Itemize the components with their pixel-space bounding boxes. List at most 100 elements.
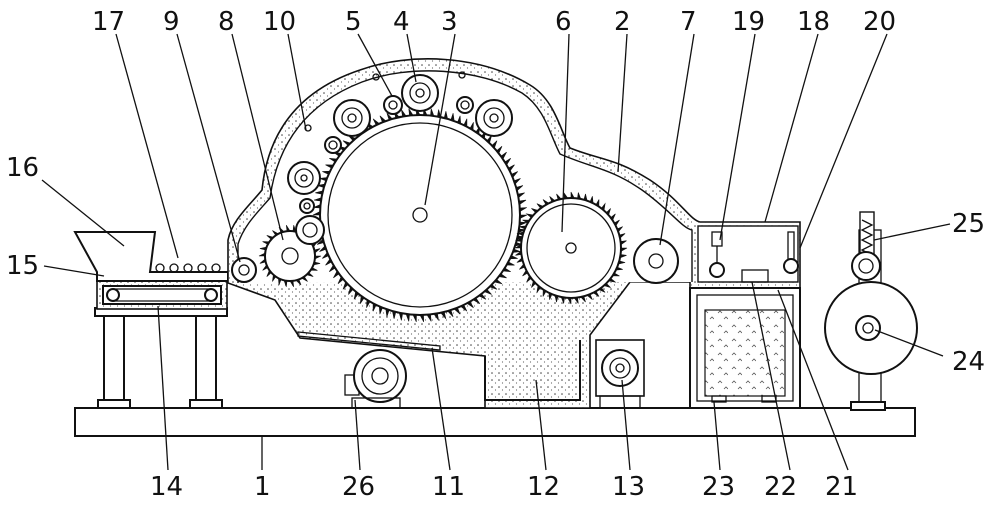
roller-tooth [583, 193, 588, 201]
roller-tooth [502, 267, 511, 272]
roller-tooth [310, 267, 318, 271]
roller-tooth [508, 164, 515, 172]
roller-tooth [426, 314, 432, 322]
callout-22: 22 [764, 472, 797, 502]
roller-tooth [608, 278, 617, 283]
roller-tooth [516, 231, 524, 236]
roller-tooth [519, 207, 527, 212]
callout-5: 5 [345, 7, 362, 37]
callout-10: 10 [263, 7, 296, 37]
winding-unit [824, 211, 918, 411]
roller-tooth [266, 235, 274, 240]
fan-motor [595, 339, 645, 409]
feed-roller [231, 257, 257, 283]
roller-tooth [460, 304, 468, 312]
roller-tooth [463, 118, 468, 127]
roller-tooth [518, 199, 527, 205]
callout-2: 2 [614, 7, 631, 37]
callout-21: 21 [825, 472, 858, 502]
upper-right-box [697, 225, 799, 283]
roller-tooth [289, 280, 294, 287]
callout-4: 4 [393, 7, 410, 37]
roller-tooth [542, 199, 550, 205]
roller-tooth [259, 258, 266, 264]
roller-tooth [366, 299, 371, 308]
callout-25: 25 [952, 209, 985, 239]
roller-tooth [489, 284, 498, 290]
roller-tooth [313, 261, 321, 266]
roller-tooth [286, 225, 291, 232]
callout-17: 17 [92, 7, 125, 37]
callout-6: 6 [555, 7, 572, 37]
roller-tooth [412, 314, 417, 323]
callout-18: 18 [797, 7, 830, 37]
roller-tooth [454, 307, 461, 315]
roller-tooth [506, 261, 515, 266]
roller-tooth [589, 196, 594, 204]
roller-tooth [519, 263, 525, 270]
roller-tooth [385, 308, 390, 317]
roller-tooth [531, 208, 539, 213]
callout-20: 20 [863, 7, 896, 37]
callout-14: 14 [150, 472, 183, 502]
roller-tooth [295, 279, 302, 286]
leader-lines [41, 33, 951, 471]
roller-tooth [517, 192, 525, 198]
callout-labels: 17 9 8 10 5 4 3 6 2 7 19 18 20 16 15 25 … [6, 7, 985, 502]
roller-tooth [614, 219, 620, 227]
roller-tooth [272, 274, 277, 282]
roller-tooth [513, 178, 521, 185]
roller-tooth [472, 297, 481, 304]
feed-rollers [155, 263, 221, 273]
collection-bin [689, 287, 801, 409]
roller-tooth [515, 251, 522, 256]
roller-tooth [319, 245, 327, 252]
callout-1: 1 [254, 472, 271, 502]
hopper [73, 231, 229, 282]
roller-tooth [577, 192, 582, 200]
roller-tooth [258, 252, 266, 257]
roller-tooth [567, 297, 572, 305]
roller-tooth [315, 190, 324, 195]
discharge-chute [484, 340, 581, 401]
roller-tooth [595, 199, 600, 207]
roller-tooth [511, 171, 518, 178]
roller-tooth [531, 280, 536, 288]
callout-13: 13 [612, 472, 645, 502]
callout-16: 16 [6, 153, 39, 183]
roller-tooth [450, 113, 455, 122]
roller-tooth [405, 313, 410, 322]
roller-tooth [498, 273, 507, 279]
roller-tooth [504, 158, 511, 166]
roller-tooth [484, 289, 492, 295]
roller-tooth [316, 238, 324, 245]
roller-tooth [386, 112, 393, 120]
callout-24: 24 [952, 347, 985, 377]
callout-19: 19 [732, 7, 765, 37]
callout-9: 9 [163, 7, 180, 37]
roller-tooth [478, 293, 487, 300]
roller-tooth [620, 240, 627, 245]
callout-23: 23 [702, 472, 735, 502]
roller-tooth [398, 312, 403, 321]
base-plate [74, 407, 916, 437]
roller-tooth [526, 275, 532, 283]
roller-tooth [570, 191, 575, 199]
roller-tooth [278, 278, 282, 286]
roller-tooth [301, 276, 308, 282]
roller-tooth [272, 230, 279, 236]
roller-tooth [312, 211, 321, 216]
callout-26: 26 [342, 472, 375, 502]
roller-tooth [491, 140, 498, 149]
roller-tooth [322, 170, 331, 175]
roller-tooth [306, 272, 314, 277]
callout-8: 8 [218, 7, 235, 37]
roller-tooth [494, 279, 503, 285]
roller-tooth [500, 151, 507, 160]
roller-tooth [372, 303, 377, 312]
roller-tooth [259, 246, 267, 251]
roller-tooth [443, 111, 448, 119]
drive-motor [344, 349, 407, 409]
roller-tooth [342, 140, 351, 146]
